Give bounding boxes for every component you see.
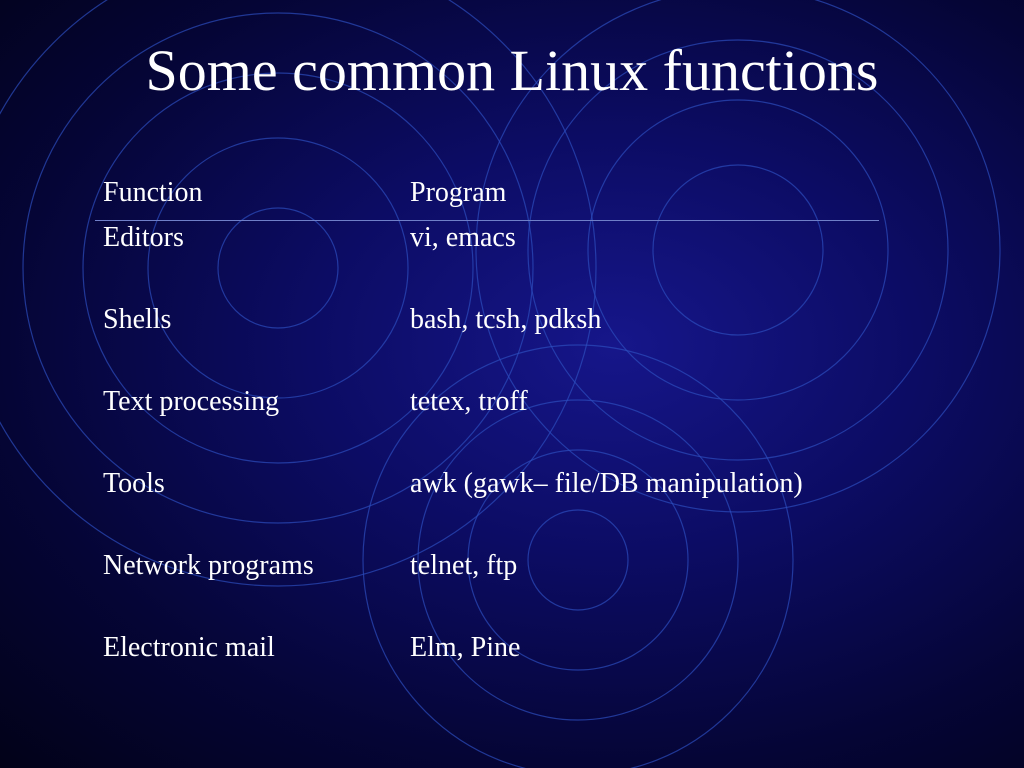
function-cell: Shells xyxy=(103,304,172,335)
function-cell: Tools xyxy=(103,468,165,499)
ring xyxy=(652,164,824,336)
function-cell: Network programs xyxy=(103,550,314,581)
ring xyxy=(0,0,597,587)
functions-table: Function Program Editors vi, emacs Shell… xyxy=(95,178,903,663)
header-divider xyxy=(95,220,879,221)
program-cell: vi, emacs xyxy=(410,222,516,253)
program-cell: Elm, Pine xyxy=(410,632,521,663)
program-cell: telnet, ftp xyxy=(410,550,518,581)
ring xyxy=(82,72,474,464)
function-cell: Text processing xyxy=(103,386,280,417)
ring xyxy=(217,207,339,329)
header-function: Function xyxy=(103,177,203,208)
ring xyxy=(417,399,739,721)
function-cell: Electronic mail xyxy=(103,632,275,663)
header-program: Program xyxy=(410,177,507,208)
ring xyxy=(22,12,534,524)
function-cell: Editors xyxy=(103,222,184,253)
ring xyxy=(362,344,794,768)
ring xyxy=(527,509,629,611)
ring xyxy=(147,137,409,399)
ring xyxy=(475,0,1001,513)
program-cell: awk (gawk– file/DB manipulation) xyxy=(410,468,803,499)
ring xyxy=(587,99,889,401)
table-header-row: Function Program xyxy=(103,178,903,212)
program-cell: bash, tcsh, pdksh xyxy=(410,304,602,335)
slide-title: Some common Linux functions xyxy=(145,38,879,103)
ring xyxy=(527,39,949,461)
program-cell: tetex, troff xyxy=(410,386,528,417)
ring xyxy=(467,449,689,671)
